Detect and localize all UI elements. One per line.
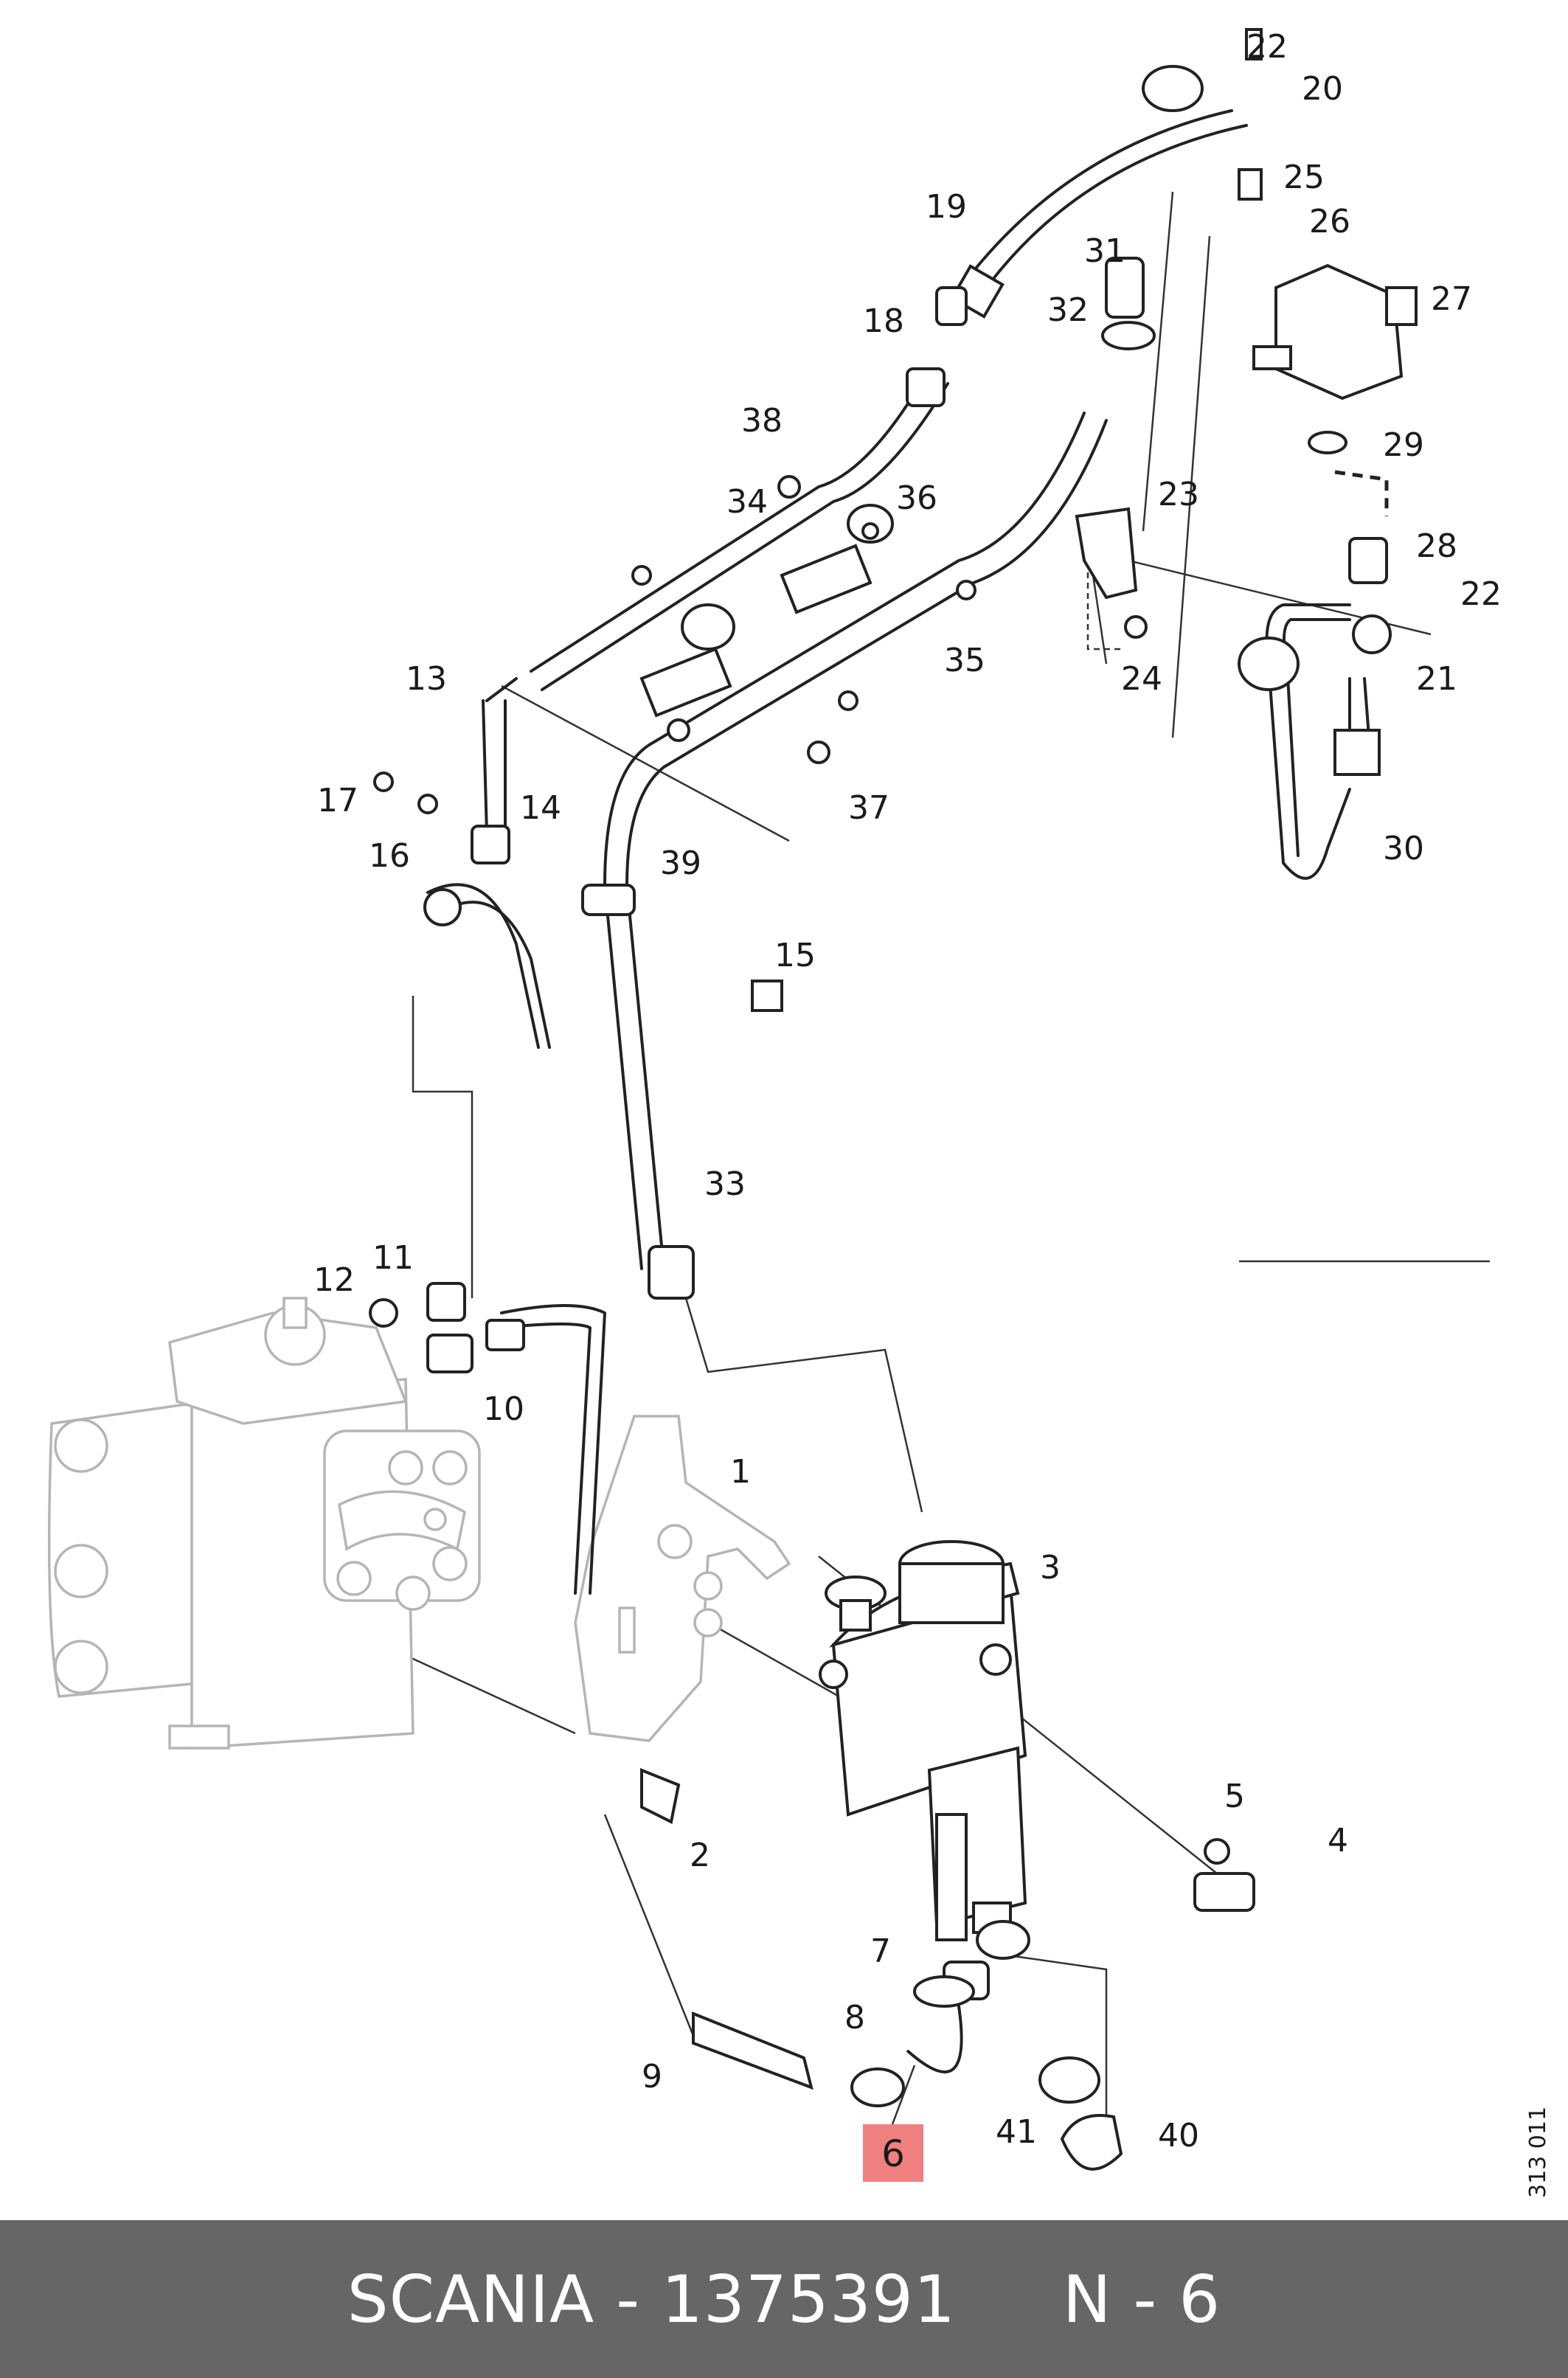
callout-label: 17	[317, 782, 358, 819]
callout-label: 38	[741, 402, 783, 440]
drawing-code: 313 011	[1525, 2107, 1551, 2198]
steering-gear	[47, 1297, 481, 1750]
callout-label: 7	[870, 1932, 891, 1970]
callout-label: 36	[896, 479, 937, 517]
callout-label: 20	[1302, 70, 1343, 108]
callout-label: 5	[1224, 1778, 1245, 1815]
callout-label: 28	[1416, 527, 1457, 565]
callout-label: 12	[313, 1261, 355, 1299]
callout-label: 1	[730, 1453, 751, 1491]
callout-label: 27	[1431, 280, 1472, 318]
callout-label: 23	[1158, 476, 1199, 513]
callout-label: 35	[944, 642, 985, 679]
callout-label: 24	[1121, 660, 1162, 698]
callout-label: 19	[926, 188, 967, 226]
small-parts	[369, 28, 1418, 2171]
callout-label: 11	[372, 1239, 414, 1277]
callout-label: 37	[848, 789, 889, 827]
oil-reservoir-3	[819, 1540, 1027, 1941]
callout-label: 41	[996, 2113, 1037, 2151]
callout-label: 32	[1047, 291, 1089, 329]
callout-label: 39	[660, 845, 701, 882]
callout-label: 31	[1084, 232, 1125, 270]
highlight-box	[863, 2124, 923, 2182]
pipes-right	[1265, 603, 1381, 880]
callout-label: 2	[690, 1837, 710, 1874]
callout-label: 18	[863, 302, 904, 340]
callout-label: 22	[1460, 575, 1502, 613]
callout-label: 29	[1383, 426, 1424, 464]
callout-label: 21	[1416, 660, 1457, 698]
callout-label: 25	[1283, 159, 1325, 196]
callout-label: 33	[704, 1165, 746, 1203]
footer-part-info: SCANIA - 1375391 N - 6	[347, 2261, 1221, 2337]
callout-label: 30	[1383, 830, 1424, 867]
callout-label: 34	[726, 483, 768, 521]
bracket-1	[574, 1415, 791, 1742]
callout-label: 40	[1158, 2117, 1199, 2155]
footer-bar: SCANIA - 1375391 N - 6	[0, 2220, 1568, 2378]
parts-diagram: 1 2 3 4 5 7 8 9 10 11 12 13 14 15 16 17 …	[47, 28, 1551, 2198]
callout-labels: 1 2 3 4 5 7 8 9 10 11 12 13 14 15 16 17 …	[313, 28, 1502, 2155]
callout-label: 26	[1309, 203, 1350, 240]
callout-label: 4	[1328, 1822, 1348, 1859]
callout-label: 15	[774, 937, 816, 974]
highlight-label: 6	[881, 2132, 905, 2175]
callout-label: 10	[483, 1390, 524, 1428]
callout-label: 22	[1246, 28, 1288, 66]
highlighted-part-callout[interactable]: 6	[863, 2065, 923, 2182]
callout-label: 3	[1040, 1549, 1061, 1587]
callout-label: 16	[369, 837, 410, 875]
callout-label: 14	[520, 789, 561, 827]
callout-label: 13	[406, 660, 447, 698]
callout-label: 9	[642, 2058, 662, 2096]
callout-label: 8	[844, 1999, 865, 2036]
